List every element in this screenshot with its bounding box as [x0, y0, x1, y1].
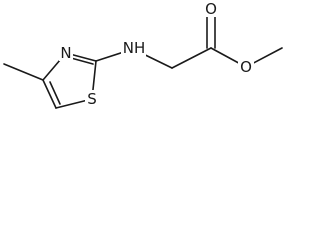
ester-oxygen-label-bg [238, 59, 254, 76]
structure-canvas: N S NH O O [0, 0, 284, 122]
ch2-carbonyl-bond [171, 47, 212, 69]
ester-oxygen-label: O [240, 58, 252, 76]
carbonyl-oxygen-label-bg [203, 1, 219, 17]
ring-bond-c5-c4 [42, 79, 57, 109]
carbonyl-oxygen-label: O [205, 0, 217, 18]
ring-sulfur-label: S [87, 90, 97, 108]
amine-label-bg [121, 39, 146, 57]
amine-label: NH [123, 39, 146, 57]
methyl-bond [3, 63, 44, 81]
ring-nitrogen-label: N [60, 44, 71, 62]
ring-bond-c2-n3-double [70, 57, 94, 65]
ring-nitrogen-label-bg [59, 45, 73, 61]
ring-bond-c4-c5-double [49, 81, 61, 105]
chemical-structure-diagram: N S NH O O [3, 0, 283, 109]
ring-sulfur-label-bg [85, 90, 99, 108]
